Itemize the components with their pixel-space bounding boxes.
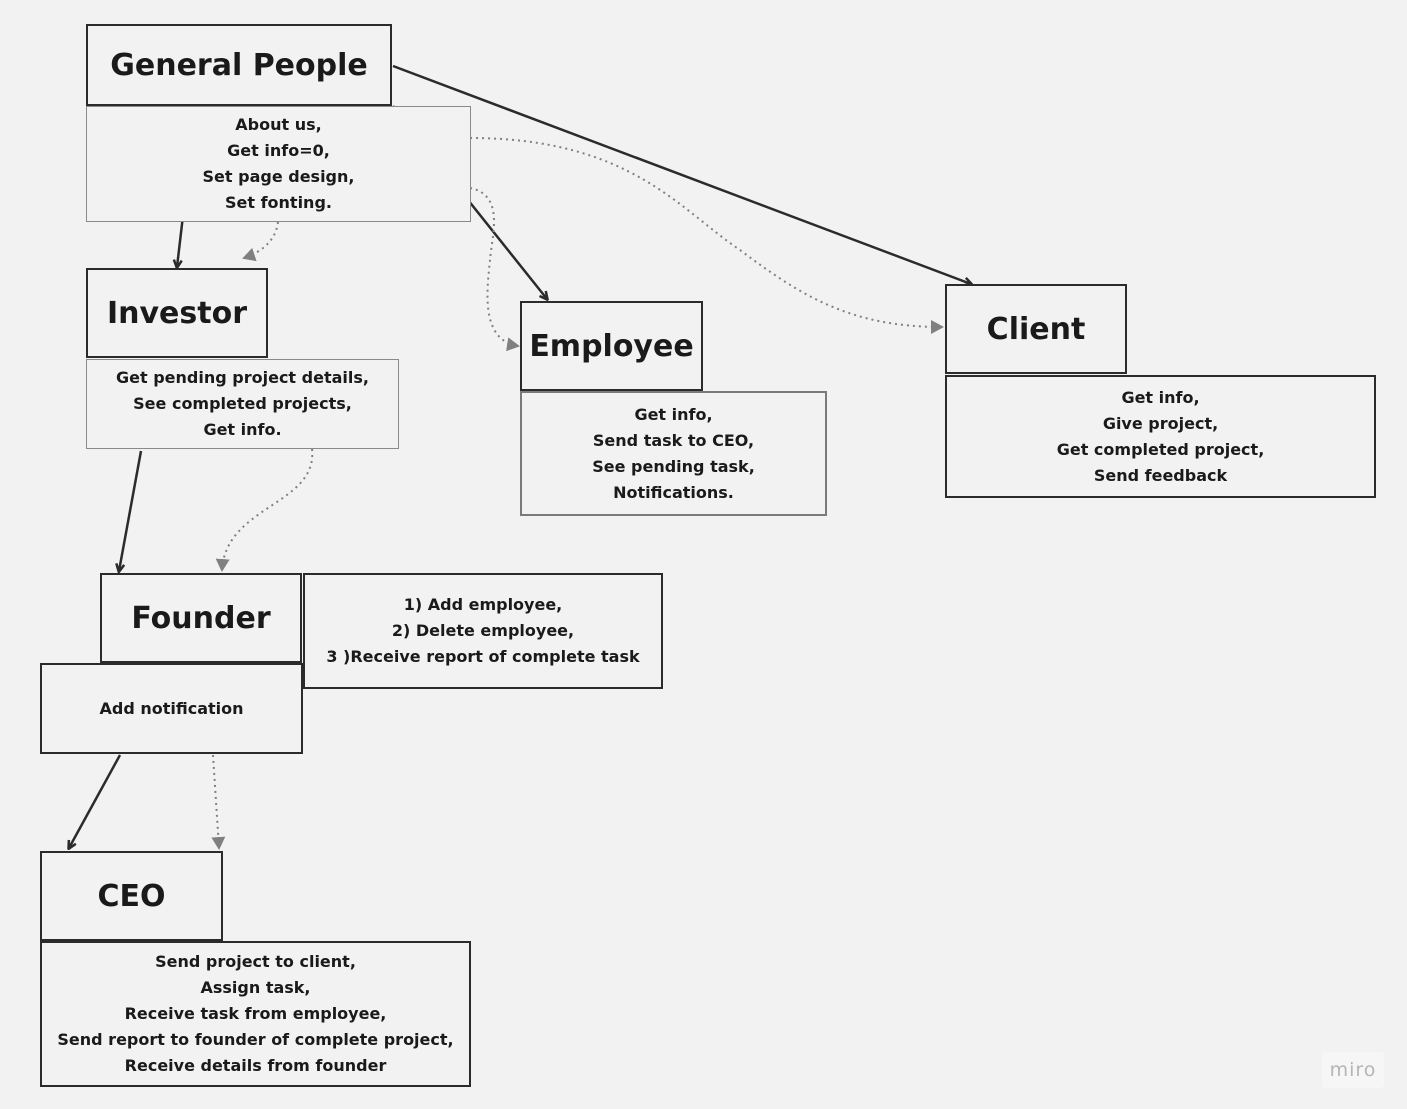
edge-general-to-employee-dotted	[469, 187, 520, 352]
employee-node[interactable]: Employee	[520, 301, 703, 391]
founder-description: Add notification	[40, 663, 303, 754]
edge-general-to-client-solid	[392, 64, 971, 284]
edge-investor-to-founder-dotted	[215, 448, 314, 572]
client-description: Get info, Give project, Get completed pr…	[945, 375, 1376, 498]
miro-watermark: miro	[1322, 1052, 1384, 1088]
investor-description: Get pending project details, See complet…	[86, 359, 399, 449]
general-people-description: About us, Get info=0, Set page design, S…	[86, 106, 471, 222]
edge-founder-to-ceo-dotted	[211, 754, 226, 850]
founder-node[interactable]: Founder	[100, 573, 302, 663]
edge-investor-to-founder-solid	[119, 450, 143, 571]
edge-general-to-client-dotted	[469, 137, 944, 334]
ceo-node[interactable]: CEO	[40, 851, 223, 941]
general-people-node[interactable]: General People	[86, 24, 392, 106]
edge-founder-to-ceo-solid	[69, 754, 122, 848]
investor-node[interactable]: Investor	[86, 268, 268, 358]
ceo-description: Send project to client, Assign task, Rec…	[40, 941, 471, 1087]
founder-extra-description: 1) Add employee, 2) Delete employee, 3 )…	[303, 573, 663, 689]
edge-general-to-investor-dotted	[242, 221, 279, 262]
employee-description: Get info, Send task to CEO, See pending …	[520, 391, 827, 516]
client-node[interactable]: Client	[945, 284, 1127, 374]
